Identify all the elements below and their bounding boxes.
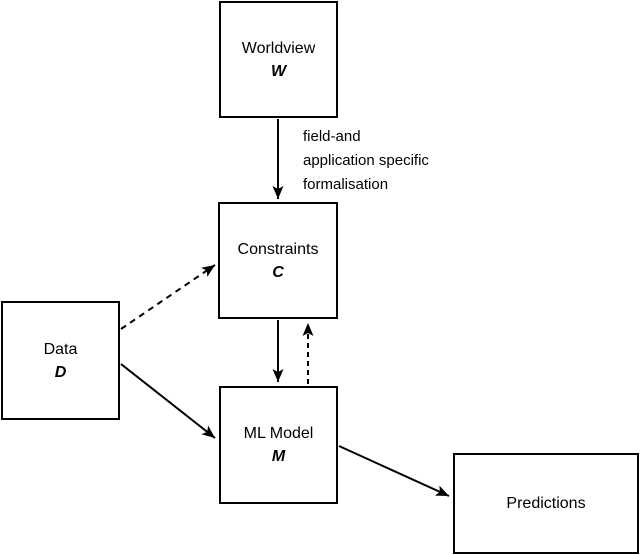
node-ml-model-symbol: M <box>271 448 286 465</box>
node-data-symbol: D <box>54 363 67 381</box>
node-data-label: Data <box>43 340 78 358</box>
edge-annotation-line-1: field-and <box>303 128 361 145</box>
node-data: Data D <box>1 301 120 420</box>
edge-ml-model-to-predictions <box>338 445 450 497</box>
edge-annotation-formalisation: field-and application specific formalisa… <box>303 125 463 197</box>
edge-data-to-ml-model <box>120 363 216 439</box>
edge-data-to-constraints-dashed <box>120 264 216 330</box>
node-worldview: Worldview W <box>219 1 338 118</box>
node-worldview-label: Worldview <box>241 39 316 57</box>
node-predictions-label: Predictions <box>506 495 586 512</box>
node-constraints-label: Constraints <box>237 240 319 258</box>
node-predictions: Predictions <box>453 453 639 554</box>
node-worldview-symbol: W <box>270 62 287 80</box>
node-ml-model-label: ML Model <box>243 425 314 442</box>
node-constraints: Constraints C <box>218 202 338 319</box>
edge-annotation-line-3: formalisation <box>303 176 389 193</box>
node-constraints-symbol: C <box>272 263 284 281</box>
edge-annotation-line-2: application specific <box>303 152 429 169</box>
node-ml-model: ML Model M <box>219 386 338 504</box>
